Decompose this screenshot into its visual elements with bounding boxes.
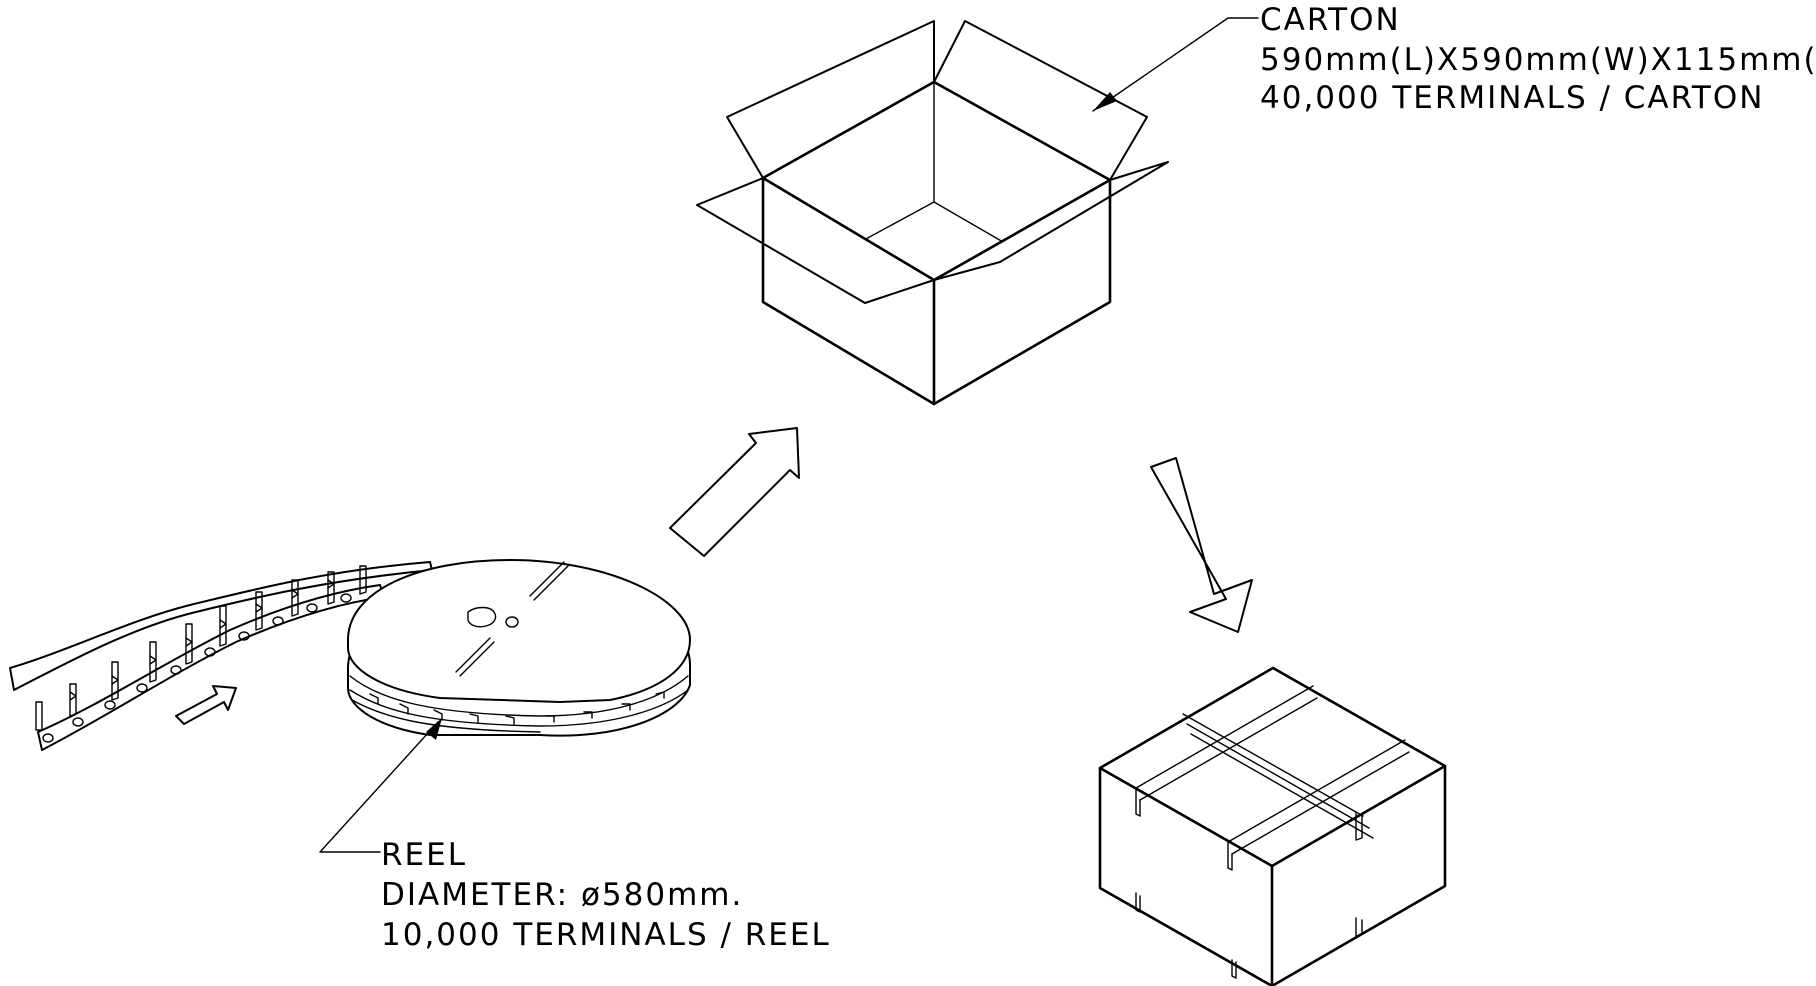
reel-hub: [467, 606, 497, 628]
arrow-carton-to-sealed: [1150, 457, 1253, 633]
carton-dimensions: 590mm(L)X590mm(W)X115mm(H): [1260, 42, 1816, 78]
reel-wound-layers: [349, 675, 689, 733]
reel-top-flange: [347, 559, 691, 703]
reel-slot-top: [533, 565, 569, 601]
reel-title: REEL: [381, 837, 467, 873]
terminals: [35, 565, 367, 731]
carton-capacity: 40,000 TERMINALS / CARTON: [1260, 80, 1764, 116]
reel-slot-bottom: [459, 641, 495, 677]
carton-title: CARTON: [1260, 2, 1401, 38]
carton-body-outline: [761, 80, 1112, 406]
carton-callout: CARTON 590mm(L)X590mm(W)X115mm(H) 40,000…: [1260, 2, 1816, 116]
reel-leader: [319, 718, 442, 853]
reel-center-hole: [505, 616, 519, 628]
reel-capacity: 10,000 TERMINALS / REEL: [381, 917, 831, 953]
sealed-carton: [1098, 666, 1447, 986]
perforated-carrier: [37, 584, 385, 751]
reel-callout: REEL DIAMETER: ø580mm. 10,000 TERMINALS …: [381, 837, 831, 953]
arrow-reel-to-carton: [669, 427, 800, 557]
reel-diameter: DIAMETER: ø580mm.: [381, 877, 743, 913]
reel: [347, 559, 691, 737]
carton-inner-floor: [863, 201, 935, 241]
tape-strips: [1135, 685, 1410, 979]
arrow-feed-direction: [175, 685, 237, 725]
carton-leader: [1092, 17, 1259, 112]
open-carton: [696, 20, 1169, 406]
pilot-holes: [42, 593, 352, 743]
